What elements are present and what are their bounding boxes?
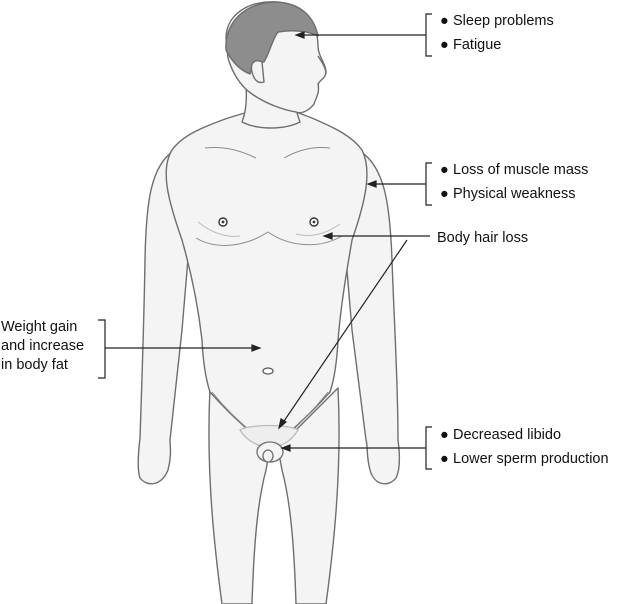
- right-leg: [277, 387, 340, 604]
- groin-arrow: [280, 444, 291, 452]
- testis: [262, 449, 274, 463]
- genitals: [239, 424, 299, 463]
- weakness-item: ●Physical weakness: [440, 186, 576, 202]
- navel: [262, 367, 274, 375]
- left-arm: [137, 149, 191, 485]
- hair: [225, 1, 319, 75]
- waist-arrow: [251, 344, 262, 352]
- body-illustration: [137, 1, 401, 604]
- left-clavicle: [204, 147, 257, 159]
- chest-hair-right: [295, 223, 341, 237]
- face-contour: [317, 55, 327, 75]
- right-arm: [343, 149, 401, 485]
- ear: [250, 60, 265, 84]
- fatigue-item: ●Fatigue: [440, 37, 502, 53]
- groin-bracket: [425, 426, 432, 470]
- weight-gain-label: Weight gain and increase in body fat: [1, 319, 85, 373]
- left-nipple-center: [221, 220, 225, 224]
- body-hair-label: Body hair loss: [437, 230, 529, 246]
- head-bracket: [425, 13, 432, 57]
- right-clavicle: [283, 147, 331, 159]
- pubic-area: [239, 424, 299, 449]
- head-symptoms-label: ●Sleep problems ●Fatigue: [440, 9, 554, 57]
- libido-item: ●Decreased libido: [440, 427, 562, 443]
- sperm-item: ●Lower sperm production: [440, 451, 609, 467]
- arm-symptoms-label: ●Loss of muscle mass ●Physical weakness: [440, 158, 588, 206]
- muscle-mass-item: ●Loss of muscle mass: [440, 162, 589, 178]
- hair-arrow: [322, 232, 333, 240]
- arm-bracket: [425, 162, 432, 206]
- hair-leader-diagonal: [281, 239, 408, 425]
- head-arrow: [294, 31, 305, 39]
- waist-bracket: [98, 319, 106, 379]
- chest-hair-left: [197, 221, 241, 237]
- hair-arrow-diagonal: [278, 418, 288, 430]
- leader-lines: [98, 13, 432, 470]
- groin-symptoms-label: ●Decreased libido ●Lower sperm productio…: [440, 423, 609, 471]
- right-nipple-center: [312, 220, 316, 224]
- pec-line: [195, 231, 343, 246]
- sleep-problems-item: ●Sleep problems: [440, 13, 554, 29]
- arm-arrow: [366, 180, 377, 188]
